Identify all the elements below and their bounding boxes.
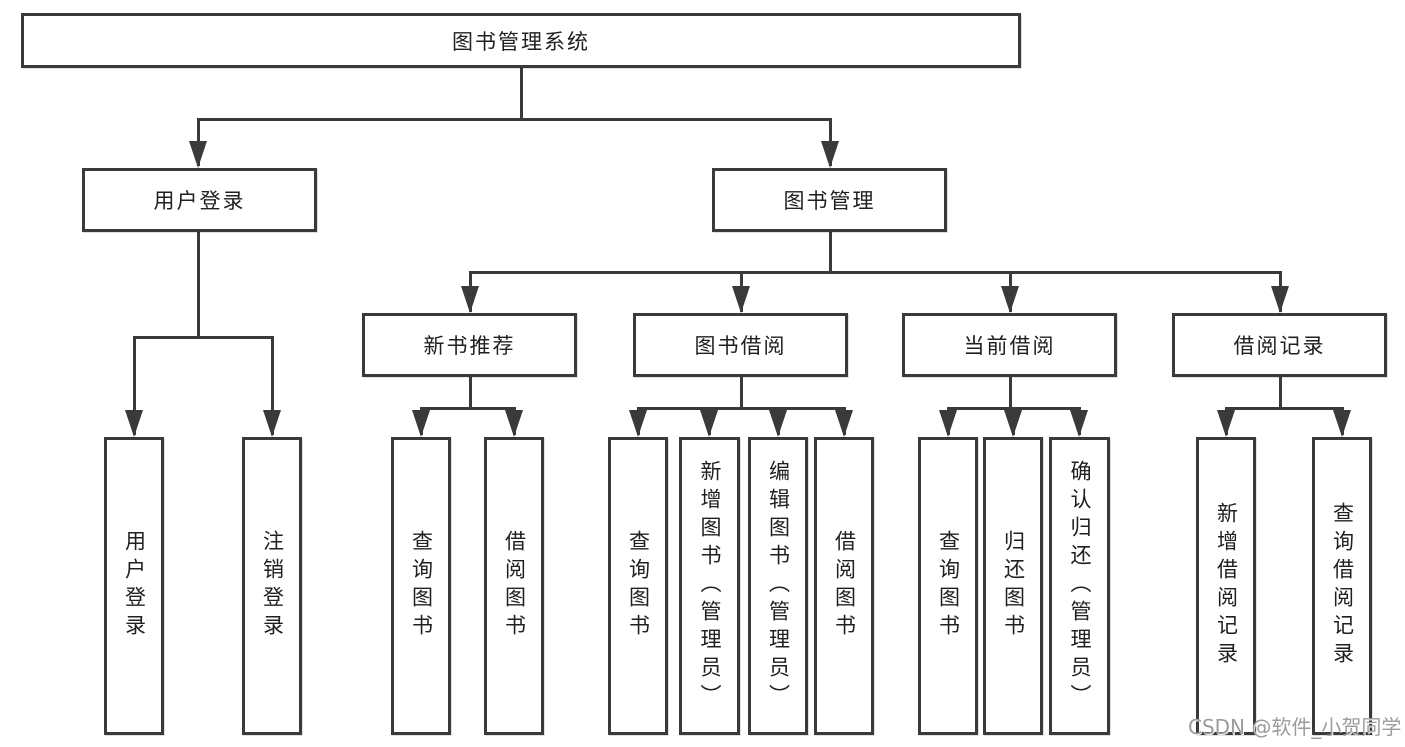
- node-library-management-system: 图书管理系统: [21, 13, 1021, 68]
- arrowhead-icon: [629, 410, 647, 437]
- leaf-label: 借阅图书: [502, 530, 527, 642]
- leaf-query-borrow-record: 查询借阅记录: [1312, 437, 1372, 735]
- connector-line: [132, 336, 136, 435]
- leaf-label: 归还图书: [1001, 530, 1026, 642]
- leaf-label: 编辑图书（管理员）: [766, 460, 791, 712]
- connector-line: [419, 407, 516, 410]
- node-new-book-recommendation: 新书推荐: [362, 313, 577, 377]
- node-book-borrowing: 图书借阅: [633, 313, 848, 377]
- connector-line: [739, 377, 743, 410]
- leaf-query-books-current: 查询图书: [918, 437, 978, 735]
- arrowhead-icon: [732, 286, 750, 313]
- arrowhead-icon: [263, 410, 281, 437]
- arrowhead-icon: [821, 141, 839, 168]
- node-label: 图书管理系统: [452, 29, 590, 54]
- arrowhead-icon: [1070, 410, 1088, 437]
- leaf-label: 新增借阅记录: [1214, 502, 1239, 670]
- node-label: 新书推荐: [423, 334, 516, 358]
- leaf-label: 新增图书（管理员）: [698, 460, 722, 712]
- node-book-management: 图书管理: [712, 168, 947, 232]
- leaf-borrow-books-borrowing: 借阅图书: [814, 437, 874, 735]
- leaf-label: 确认归还（管理员）: [1068, 460, 1092, 712]
- leaf-add-book-admin: 新增图书（管理员）: [679, 437, 740, 735]
- arrowhead-icon: [505, 410, 523, 437]
- leaf-label: 用户登录: [122, 530, 147, 642]
- leaf-edit-book-admin: 编辑图书（管理员）: [748, 437, 808, 735]
- leaf-return-books: 归还图书: [983, 437, 1043, 735]
- arrowhead-icon: [939, 410, 957, 437]
- leaf-label: 查询图书: [936, 530, 961, 642]
- arrowhead-icon: [461, 286, 479, 313]
- connector-line: [196, 232, 200, 336]
- node-label: 借阅记录: [1233, 334, 1326, 358]
- arrowhead-icon: [1217, 410, 1235, 437]
- arrowhead-icon: [769, 410, 787, 437]
- arrowhead-icon: [700, 410, 718, 437]
- leaf-label: 注销登录: [260, 530, 285, 642]
- node-borrowing-records: 借阅记录: [1172, 313, 1387, 377]
- connector-line: [468, 377, 472, 410]
- arrowhead-icon: [1271, 286, 1289, 313]
- arrowhead-icon: [1004, 410, 1022, 437]
- node-user-login: 用户登录: [82, 168, 317, 232]
- arrowhead-icon: [1001, 286, 1019, 313]
- leaf-label: 借阅图书: [832, 530, 857, 642]
- connector-line: [636, 407, 846, 410]
- connector-line: [196, 118, 832, 121]
- leaf-query-books-recommend: 查询图书: [391, 437, 451, 735]
- connector-line: [468, 271, 1282, 274]
- connector-line: [132, 336, 274, 339]
- leaf-query-books-borrowing: 查询图书: [608, 437, 668, 735]
- connector-line: [520, 68, 523, 118]
- leaf-add-borrow-record: 新增借阅记录: [1196, 437, 1256, 735]
- watermark: CSDN @软件_小贺同学: [1188, 715, 1402, 739]
- arrowhead-icon: [1333, 410, 1351, 437]
- leaf-label: 查询借阅记录: [1330, 502, 1355, 670]
- node-current-borrowing: 当前借阅: [902, 313, 1117, 377]
- arrowhead-icon: [189, 141, 207, 168]
- leaf-logout: 注销登录: [242, 437, 302, 735]
- connector-line: [1278, 377, 1282, 410]
- node-label: 图书借阅: [694, 334, 787, 358]
- connector-line: [270, 336, 274, 435]
- node-label: 图书管理: [783, 189, 876, 213]
- leaf-user-login: 用户登录: [104, 437, 164, 735]
- leaf-confirm-return-admin: 确认归还（管理员）: [1049, 437, 1110, 735]
- arrowhead-icon: [125, 410, 143, 437]
- leaf-borrow-books-recommend: 借阅图书: [484, 437, 544, 735]
- node-label: 用户登录: [153, 189, 246, 213]
- connector-line: [828, 232, 832, 274]
- node-label: 当前借阅: [963, 334, 1056, 358]
- leaf-label: 查询图书: [626, 530, 651, 642]
- connector-line: [1008, 377, 1012, 410]
- arrowhead-icon: [412, 410, 430, 437]
- connector-line: [1224, 407, 1344, 410]
- arrowhead-icon: [835, 410, 853, 437]
- leaf-label: 查询图书: [409, 530, 434, 642]
